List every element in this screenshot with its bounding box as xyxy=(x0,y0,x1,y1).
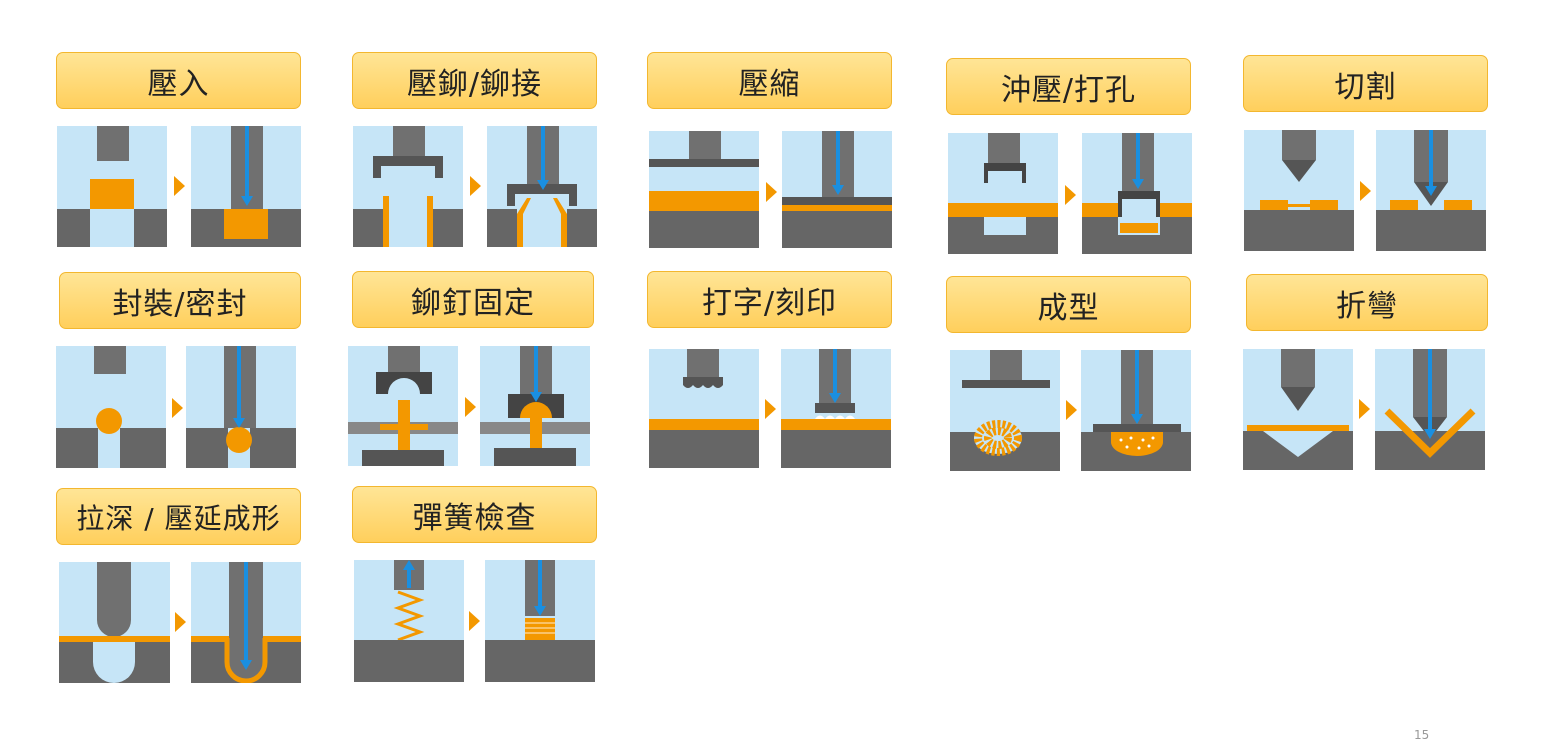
label-riveting: 壓鉚/鉚接 xyxy=(352,52,597,109)
deep-drawing-after xyxy=(191,562,301,683)
compression-before xyxy=(649,131,759,248)
riveting-after xyxy=(487,126,597,247)
arrow-right-icon xyxy=(1359,399,1370,419)
arrow-right-icon xyxy=(1360,181,1371,201)
compression-after xyxy=(782,131,892,248)
arrow-right-icon xyxy=(765,399,776,419)
punching-after xyxy=(1082,133,1192,254)
label-forming: 成型 xyxy=(946,276,1191,333)
cutting-before xyxy=(1244,130,1354,251)
arrow-right-icon xyxy=(1066,400,1077,420)
arrow-right-icon xyxy=(175,612,186,632)
marking-after xyxy=(781,349,891,468)
forming-before xyxy=(950,350,1060,471)
arrow-right-icon xyxy=(470,176,481,196)
press-fit-after xyxy=(191,126,301,247)
page-number: 15 xyxy=(1414,728,1430,742)
label-marking: 打字/刻印 xyxy=(647,271,892,328)
spring-test-before xyxy=(354,560,464,682)
rivet-fixing-after xyxy=(480,346,590,466)
label-punching: 沖壓/打孔 xyxy=(946,58,1191,115)
spring-test-after xyxy=(485,560,595,682)
arrow-right-icon xyxy=(465,397,476,417)
cutting-after xyxy=(1376,130,1486,251)
label-compression: 壓縮 xyxy=(647,52,892,109)
bending-before xyxy=(1243,349,1353,470)
press-fit-before xyxy=(57,126,167,247)
arrow-right-icon xyxy=(172,398,183,418)
arrow-right-icon xyxy=(469,611,480,631)
label-spring-test: 彈簧檢查 xyxy=(352,486,597,543)
punching-before xyxy=(948,133,1058,254)
label-rivet-fixing: 鉚釘固定 xyxy=(352,271,594,328)
forming-after xyxy=(1081,350,1191,471)
arrow-right-icon xyxy=(174,176,185,196)
bending-after xyxy=(1375,349,1485,470)
sealing-before xyxy=(56,346,166,468)
rivet-fixing-before xyxy=(348,346,458,466)
marking-before xyxy=(649,349,759,468)
sealing-after xyxy=(186,346,296,468)
label-press-fit: 壓入 xyxy=(56,52,301,109)
label-bending: 折彎 xyxy=(1246,274,1488,331)
label-deep-drawing: 拉深 / 壓延成形 xyxy=(56,488,301,545)
riveting-before xyxy=(353,126,463,247)
deep-drawing-before xyxy=(59,562,170,683)
arrow-right-icon xyxy=(1065,185,1076,205)
label-cutting: 切割 xyxy=(1243,55,1488,112)
arrow-right-icon xyxy=(766,182,777,202)
label-sealing: 封裝/密封 xyxy=(59,272,301,329)
